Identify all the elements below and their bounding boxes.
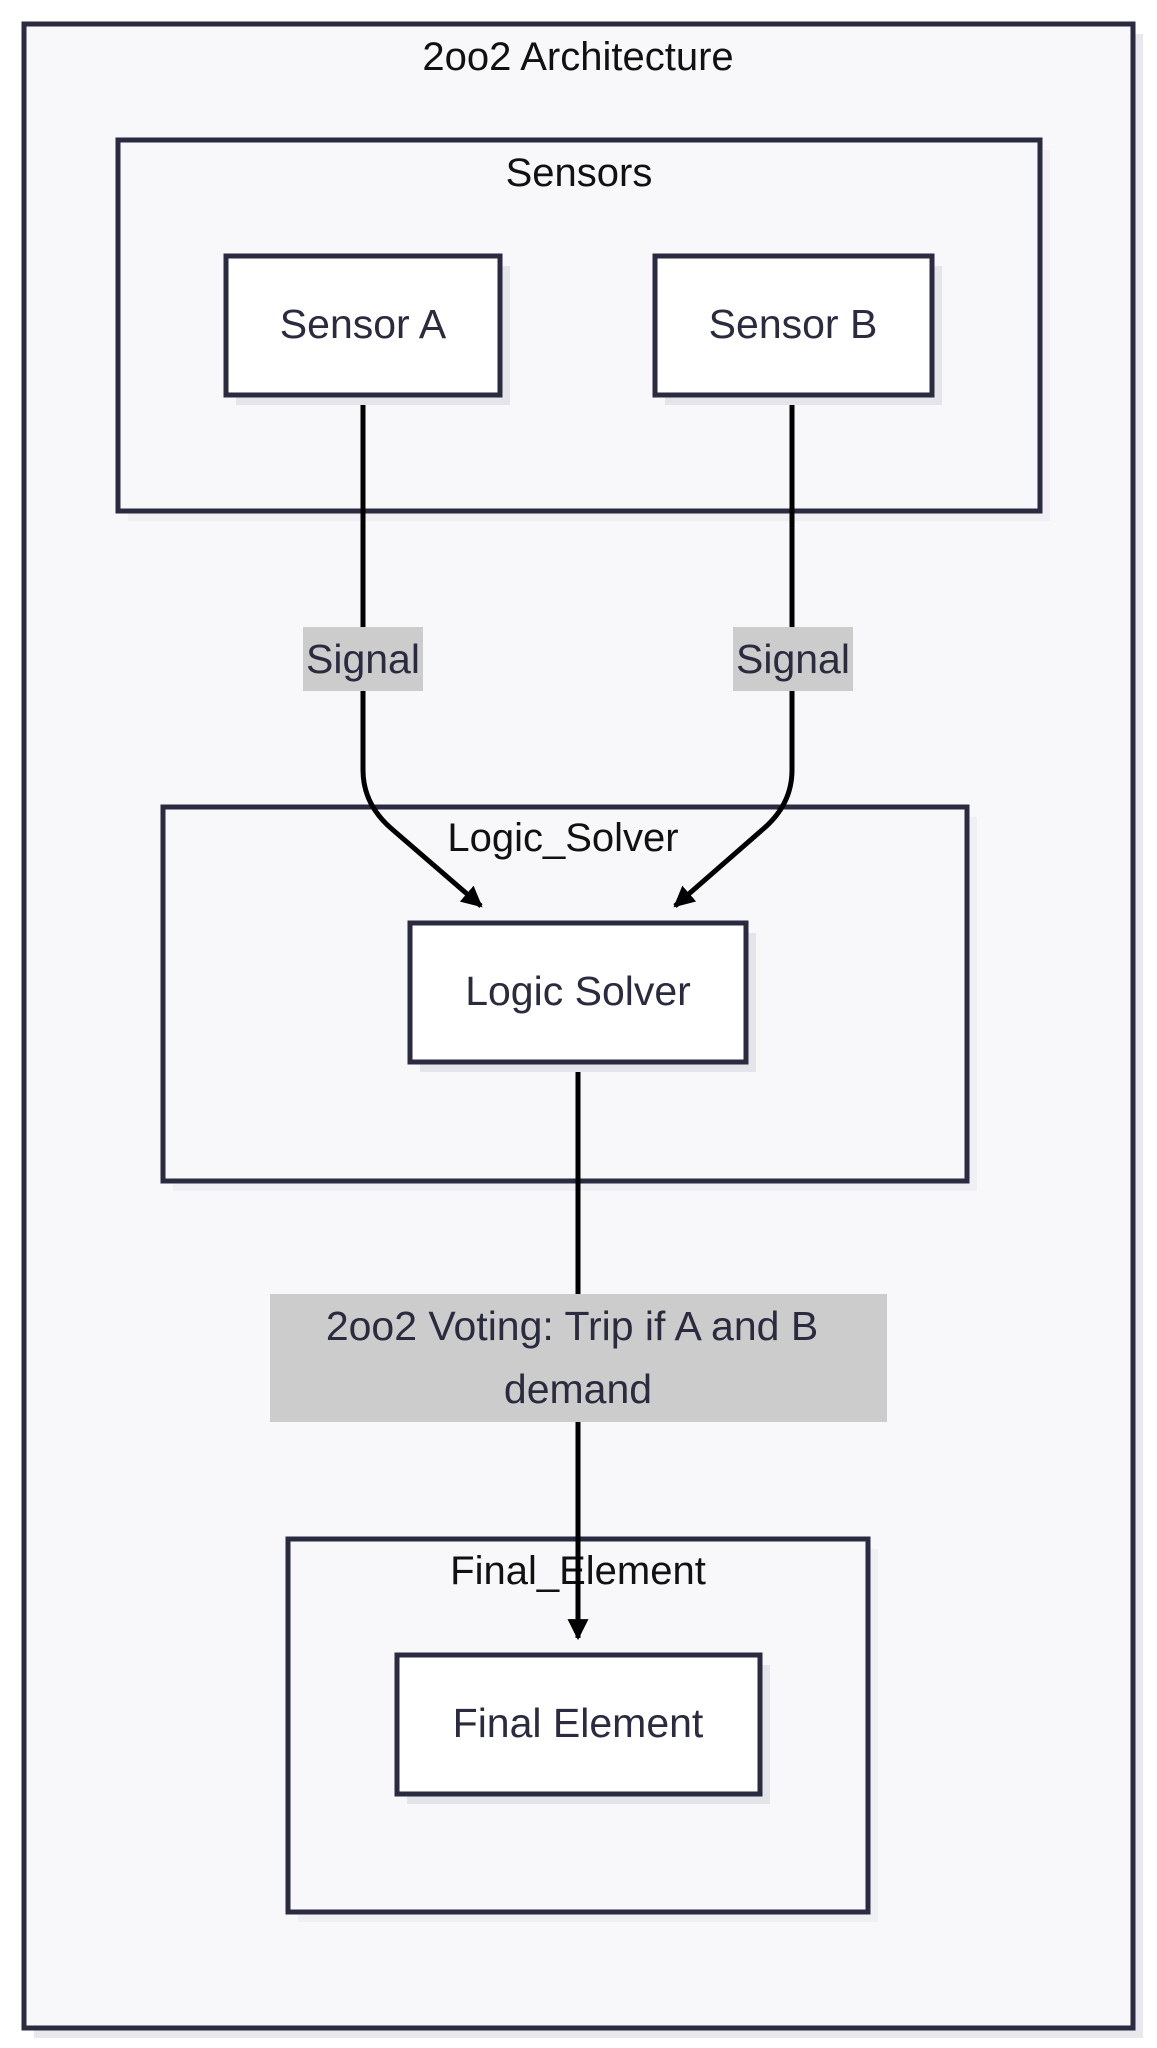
node-sensor-a: Sensor A xyxy=(223,253,510,405)
node-final-element-label: Final Element xyxy=(453,1700,704,1746)
node-final-element: Final Element xyxy=(394,1652,770,1804)
edge-sensor-b-to-logic-solver xyxy=(673,395,795,908)
diagram-title: 2oo2 Architecture xyxy=(422,35,733,79)
edge-label-signal-b-text: Signal xyxy=(736,636,850,682)
edge-label-signal-b: Signal xyxy=(733,627,853,691)
edge-label-voting: 2oo2 Voting: Trip if A and B demand xyxy=(270,1294,887,1422)
group-sensors-label: Sensors xyxy=(506,151,653,195)
node-logic-solver-label: Logic Solver xyxy=(465,968,691,1014)
group-logic-solver: Logic_Solver xyxy=(160,804,977,1191)
edge-label-voting-line1: 2oo2 Voting: Trip if A and B xyxy=(326,1303,818,1349)
edge-sensor-a-to-logic-solver xyxy=(360,395,483,908)
edge-label-voting-line2: demand xyxy=(504,1366,652,1412)
node-sensor-b: Sensor B xyxy=(652,253,942,405)
node-logic-solver: Logic Solver xyxy=(407,920,756,1072)
node-sensor-a-label: Sensor A xyxy=(280,301,447,347)
group-logic-solver-label: Logic_Solver xyxy=(447,816,678,860)
edge-label-signal-a: Signal xyxy=(303,627,423,691)
edge-label-signal-a-text: Signal xyxy=(306,636,420,682)
node-sensor-b-label: Sensor B xyxy=(709,301,878,347)
